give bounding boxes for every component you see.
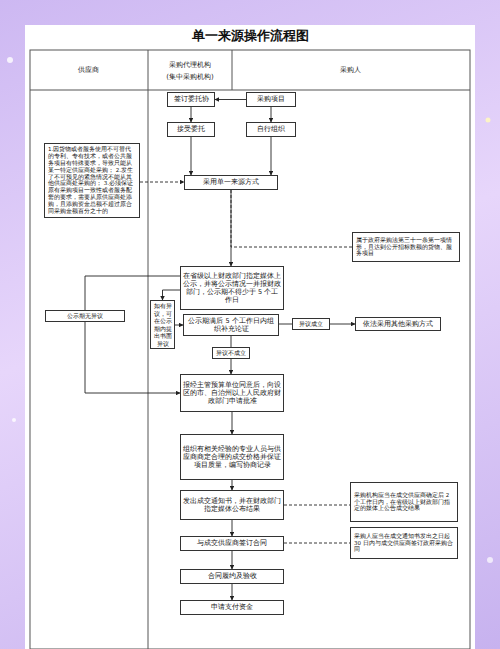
connector bbox=[191, 107, 192, 122]
node-text: 属于政府采购法第三十一条第一项情形，且达到公开招标数额的货物、服务项目 bbox=[356, 237, 456, 258]
node-text: 公示期无异议 bbox=[67, 312, 103, 320]
process-box: 公示期无异议 bbox=[45, 310, 125, 322]
connector bbox=[163, 290, 181, 300]
lane-header: (集中采购机构) bbox=[166, 72, 213, 82]
connector bbox=[231, 190, 232, 266]
connector bbox=[175, 325, 183, 326]
node-text: 报经主管预算单位同意后，向设区的市、自治州以上人民政府财政部门申请批准 bbox=[183, 381, 281, 405]
connector bbox=[330, 324, 355, 325]
node-text: 在省级以上财政部门指定媒体上公示，并将公示情况一并报财政部门，公示期不得少于 5… bbox=[183, 272, 281, 305]
node-text: 采购项目 bbox=[257, 95, 285, 103]
connector bbox=[191, 137, 192, 175]
node-text: 如有异议，可在公示期内提出书面异议 bbox=[153, 302, 172, 347]
process-box: 1.因货物或者服务使用不可替代的专利、专有技术，或者公共服务项目有特殊要求，导致… bbox=[44, 143, 140, 218]
node-text: 组织有相关经验的专业人员与供应商商定合理的成交价格并保证项目质量，编写协商记录 bbox=[183, 445, 281, 469]
process-box: 采购机构应当在成交供应商确定后 2 个工作日内，在省级以上财政部门指定的媒体上公… bbox=[350, 482, 458, 522]
lane-divider bbox=[232, 50, 233, 90]
connector bbox=[85, 276, 180, 310]
connector bbox=[232, 412, 233, 434]
node-text: 合同履约及验收 bbox=[208, 572, 257, 580]
sparkle bbox=[12, 418, 16, 422]
node-text: 异议成立 bbox=[299, 321, 323, 328]
lane-divider bbox=[148, 50, 149, 649]
connector bbox=[232, 584, 233, 600]
process-box: 采购人应当在成交通知书发出之日起 30 日内与成交供应商签订政府采购合同 bbox=[350, 527, 458, 559]
node-text: 采用单一来源方式 bbox=[203, 178, 259, 186]
lane-header: 采购人 bbox=[340, 65, 361, 75]
process-box: 接受委托 bbox=[167, 122, 215, 137]
process-box: 签订委托协 bbox=[167, 92, 215, 107]
lane-header: 采购代理机构 bbox=[169, 60, 211, 70]
process-box: 在省级以上财政部门指定媒体上公示，并将公示情况一并报财政部门，公示期不得少于 5… bbox=[180, 266, 284, 310]
node-text: 签订委托协 bbox=[174, 95, 209, 103]
process-box: 合同履约及验收 bbox=[180, 569, 284, 584]
sparkle bbox=[7, 57, 13, 63]
connector bbox=[279, 324, 292, 325]
connector bbox=[231, 336, 232, 347]
node-text: 采购机构应当在成交供应商确定后 2 个工作日内，在省级以上财政部门指定的媒体上公… bbox=[354, 492, 454, 513]
connector bbox=[284, 505, 350, 506]
node-text: 与成交供应商签订合同 bbox=[197, 539, 267, 547]
connector bbox=[232, 480, 233, 490]
node-text: 发出成交通知书，并在财政部门指定媒体公布结果 bbox=[183, 497, 281, 513]
connector bbox=[232, 551, 233, 569]
node-text: 异议不成立 bbox=[216, 350, 246, 357]
process-box: 异议成立 bbox=[292, 318, 330, 330]
connector bbox=[232, 520, 233, 536]
node-text: 采购人应当在成交通知书发出之日起 30 日内与成交供应商签订政府采购合同 bbox=[354, 533, 454, 554]
connector bbox=[231, 190, 352, 247]
lane-header: 供应商 bbox=[78, 65, 99, 75]
sparkle bbox=[486, 118, 491, 123]
process-box: 公示期满后 5 个工作日内组织补充论证 bbox=[183, 314, 279, 336]
process-box: 自行组织 bbox=[246, 122, 296, 137]
node-text: 接受委托 bbox=[177, 125, 205, 133]
process-box: 属于政府采购法第三十一条第一项情形，且达到公开招标数额的货物、服务项目 bbox=[352, 232, 460, 262]
process-box: 异议不成立 bbox=[212, 347, 250, 359]
lane-frame bbox=[30, 50, 470, 649]
connector bbox=[271, 107, 272, 122]
node-text: 公示期满后 5 个工作日内组织补充论证 bbox=[186, 317, 276, 333]
diagram-title: 单一来源操作流程图 bbox=[25, 27, 475, 45]
process-box: 发出成交通知书，并在财政部门指定媒体公布结果 bbox=[180, 490, 284, 520]
connector bbox=[231, 359, 232, 374]
node-text: 依法采用其他采购方式 bbox=[363, 320, 433, 328]
connector bbox=[271, 137, 272, 175]
process-box: 申请支付资金 bbox=[180, 600, 284, 615]
process-box: 组织有相关经验的专业人员与供应商商定合理的成交价格并保证项目质量，编写协商记录 bbox=[180, 434, 284, 480]
node-text: 申请支付资金 bbox=[211, 603, 253, 611]
header-rule bbox=[30, 90, 470, 91]
connector bbox=[284, 543, 350, 544]
sparkle bbox=[487, 557, 493, 563]
connector bbox=[85, 322, 180, 393]
connector bbox=[215, 99, 246, 100]
process-box: 依法采用其他采购方式 bbox=[355, 317, 441, 331]
node-text: 自行组织 bbox=[257, 125, 285, 133]
process-box: 采购项目 bbox=[246, 92, 296, 107]
connector bbox=[140, 182, 184, 183]
process-box: 与成交供应商签订合同 bbox=[180, 536, 284, 551]
process-box: 采用单一来源方式 bbox=[184, 175, 278, 190]
node-text: 1.因货物或者服务使用不可替代的专利、专有技术，或者公共服务项目有特殊要求，导致… bbox=[48, 146, 136, 215]
process-box: 如有异议，可在公示期内提出书面异议 bbox=[150, 300, 175, 349]
process-box: 报经主管预算单位同意后，向设区的市、自治州以上人民政府财政部门申请批准 bbox=[180, 374, 284, 412]
